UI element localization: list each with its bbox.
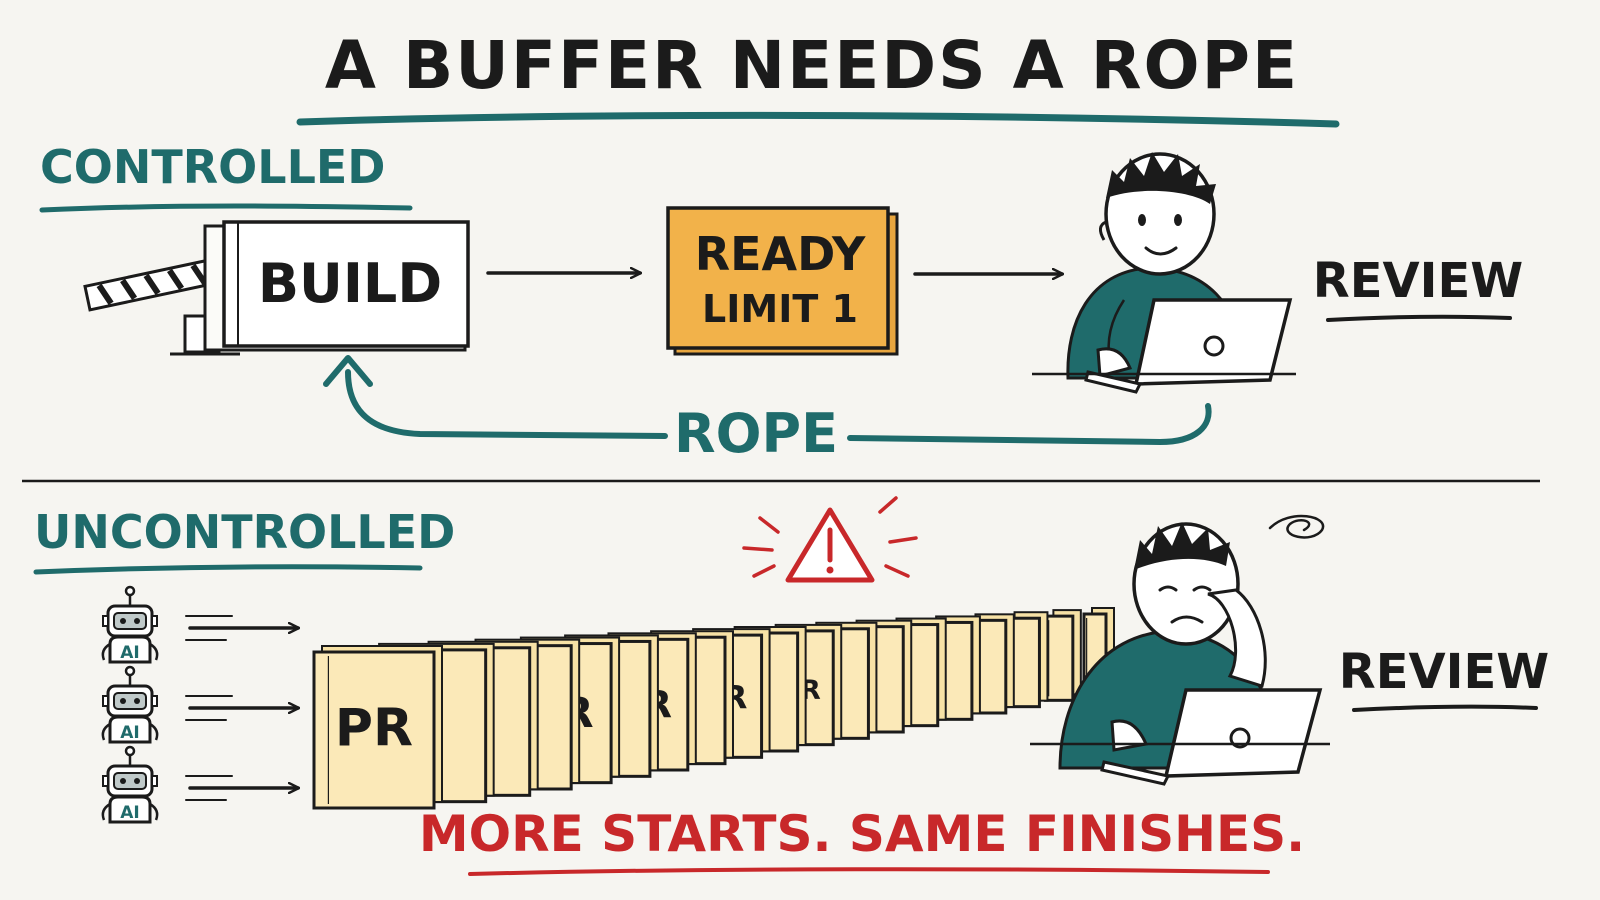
build-box: BUILD (203, 220, 470, 352)
ai-agent: AI (101, 745, 298, 824)
ai-agents-group: AI AI AI (101, 585, 298, 824)
limit-label: LIMIT 1 (702, 287, 858, 331)
robot-icon (101, 585, 159, 664)
controlled-review-label: REVIEW (1313, 253, 1524, 309)
uncontrolled-section: UNCONTROLLED AI AI AI PRPRPRPRPR (33, 496, 1550, 876)
page-title: A BUFFER NEEDS A ROPE (325, 27, 1299, 104)
pr-label: PR (335, 699, 413, 759)
ai-agent-label: AI (120, 723, 139, 743)
ai-agent-label: AI (120, 803, 139, 823)
robot-icon (101, 745, 159, 824)
tagline-underline (468, 867, 1270, 876)
rope-arrowhead-icon (323, 355, 373, 387)
ai-agent: AI (101, 585, 298, 664)
laptop-icon (1030, 688, 1330, 786)
pr-card (1043, 609, 1082, 702)
uncontrolled-review-label: REVIEW (1339, 644, 1550, 700)
laptop-icon (1032, 298, 1296, 394)
ai-agent-label: AI (120, 643, 139, 663)
rope-left-segment (345, 369, 668, 439)
build-label: BUILD (258, 252, 442, 315)
controlled-heading-underline (39, 203, 413, 213)
robot-icon (101, 665, 159, 744)
ai-agent: AI (101, 665, 298, 744)
title-underline (296, 111, 1340, 128)
tagline: MORE STARTS. SAME FINISHES. (419, 805, 1305, 863)
controlled-section: CONTROLLED BUILD RE (39, 140, 1524, 465)
uncontrolled-heading: UNCONTROLLED (34, 505, 455, 559)
rope-label: ROPE (674, 402, 838, 465)
controlled-review-underline (1326, 314, 1512, 322)
rope-right-segment (847, 403, 1212, 446)
uncontrolled-review-underline (1352, 704, 1538, 712)
ready-buffer-box: READY LIMIT 1 (666, 206, 899, 356)
ready-label: READY (695, 227, 866, 281)
pr-pile-group: PRPRPRPRPR (312, 607, 1115, 810)
pr-card: PR (312, 645, 443, 810)
uncontrolled-heading-underline (33, 564, 423, 575)
warning-triangle-icon (742, 496, 918, 583)
controlled-heading: CONTROLLED (40, 140, 386, 194)
